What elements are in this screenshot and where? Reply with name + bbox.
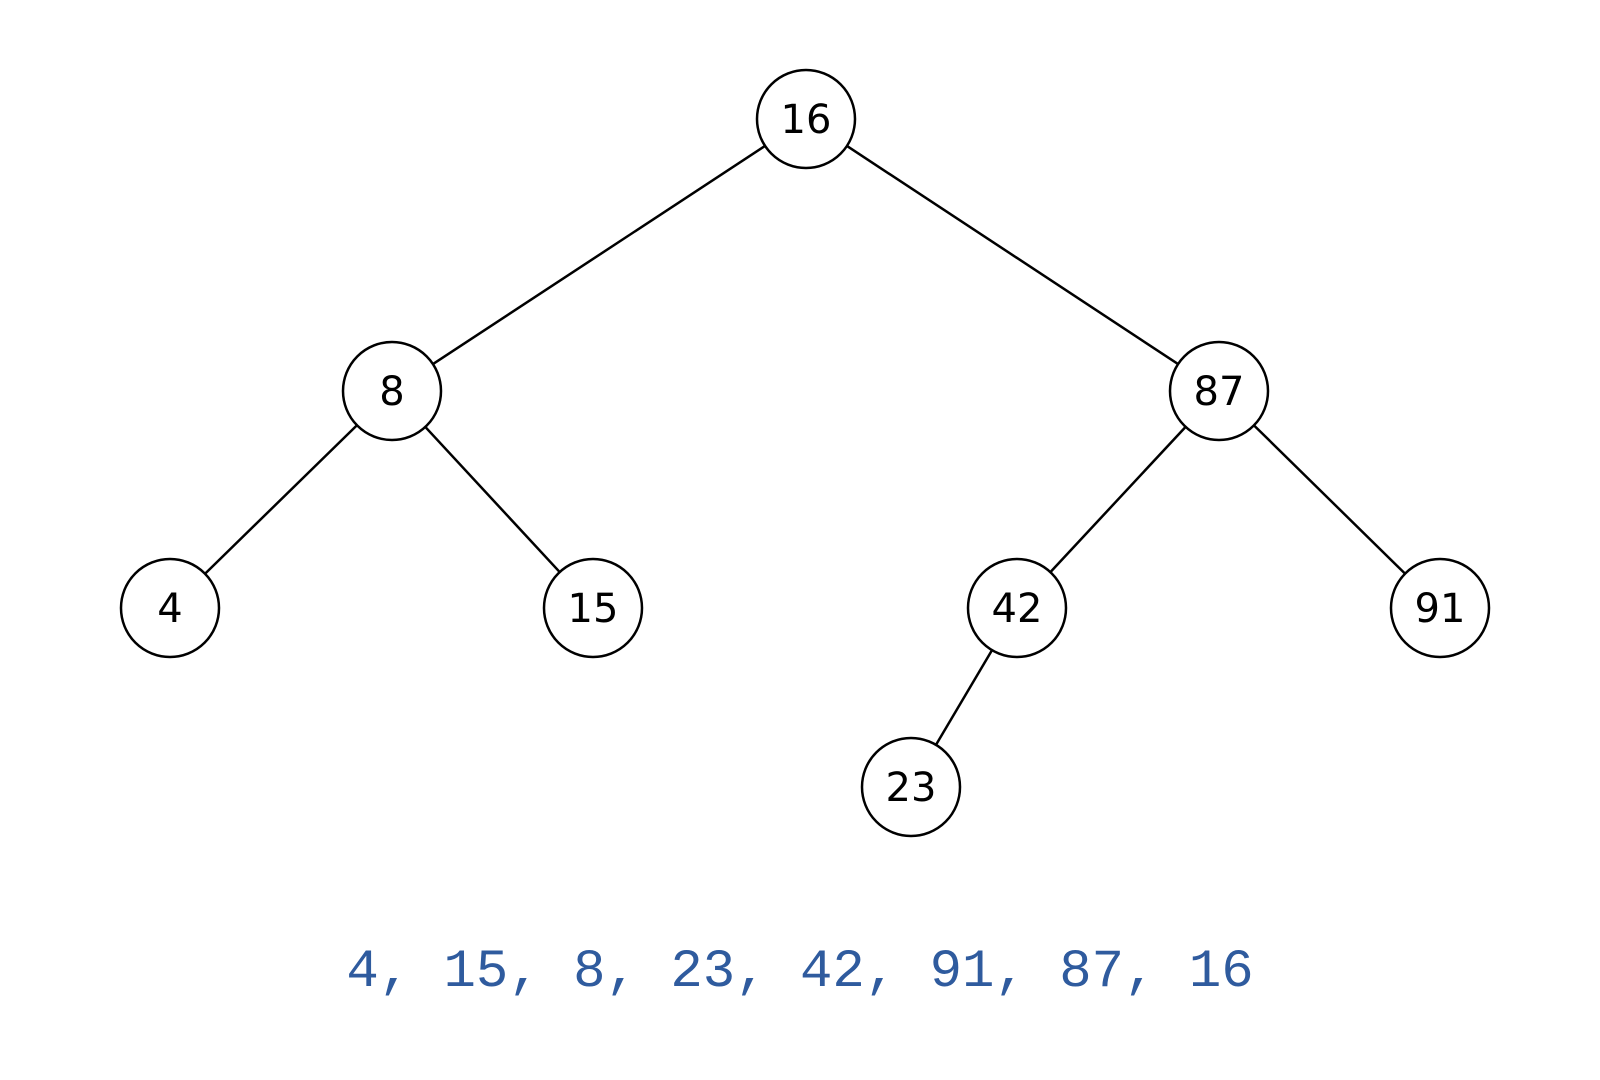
tree-nodes: 16 8 87 4 15 42 91 23 [119,68,1491,838]
tree-edges [204,144,1406,746]
tree-node-87: 87 [1168,340,1270,442]
node-circle [755,68,857,170]
node-circle [860,736,962,838]
tree-edge-8-15 [424,426,561,573]
tree-node-91: 91 [1389,557,1491,659]
node-circle [341,340,443,442]
tree-edge-42-23 [934,649,994,746]
tree-node-8: 8 [341,340,443,442]
tree-node-16: 16 [755,68,857,170]
node-label: 91 [1415,586,1466,632]
tree-edge-16-8 [432,144,766,366]
tree-edge-87-91 [1253,424,1406,575]
node-circle [1389,557,1491,659]
traversal-sequence: 4, 15, 8, 23, 42, 91, 87, 16 [346,942,1253,1003]
node-circle [542,557,644,659]
node-label: 23 [886,765,937,811]
tree-edge-87-42 [1049,426,1187,573]
node-label: 87 [1194,369,1245,415]
tree-node-4: 4 [119,557,221,659]
node-label: 16 [781,97,832,143]
tree-edge-16-87 [846,144,1179,366]
node-label: 4 [157,586,182,632]
tree-node-23: 23 [860,736,962,838]
node-circle [119,557,221,659]
tree-node-15: 15 [542,557,644,659]
node-circle [966,557,1068,659]
tree-edge-8-4 [204,424,358,575]
node-label: 42 [992,586,1043,632]
tree-node-42: 42 [966,557,1068,659]
node-label: 15 [568,586,619,632]
node-label: 8 [379,369,404,415]
node-circle [1168,340,1270,442]
